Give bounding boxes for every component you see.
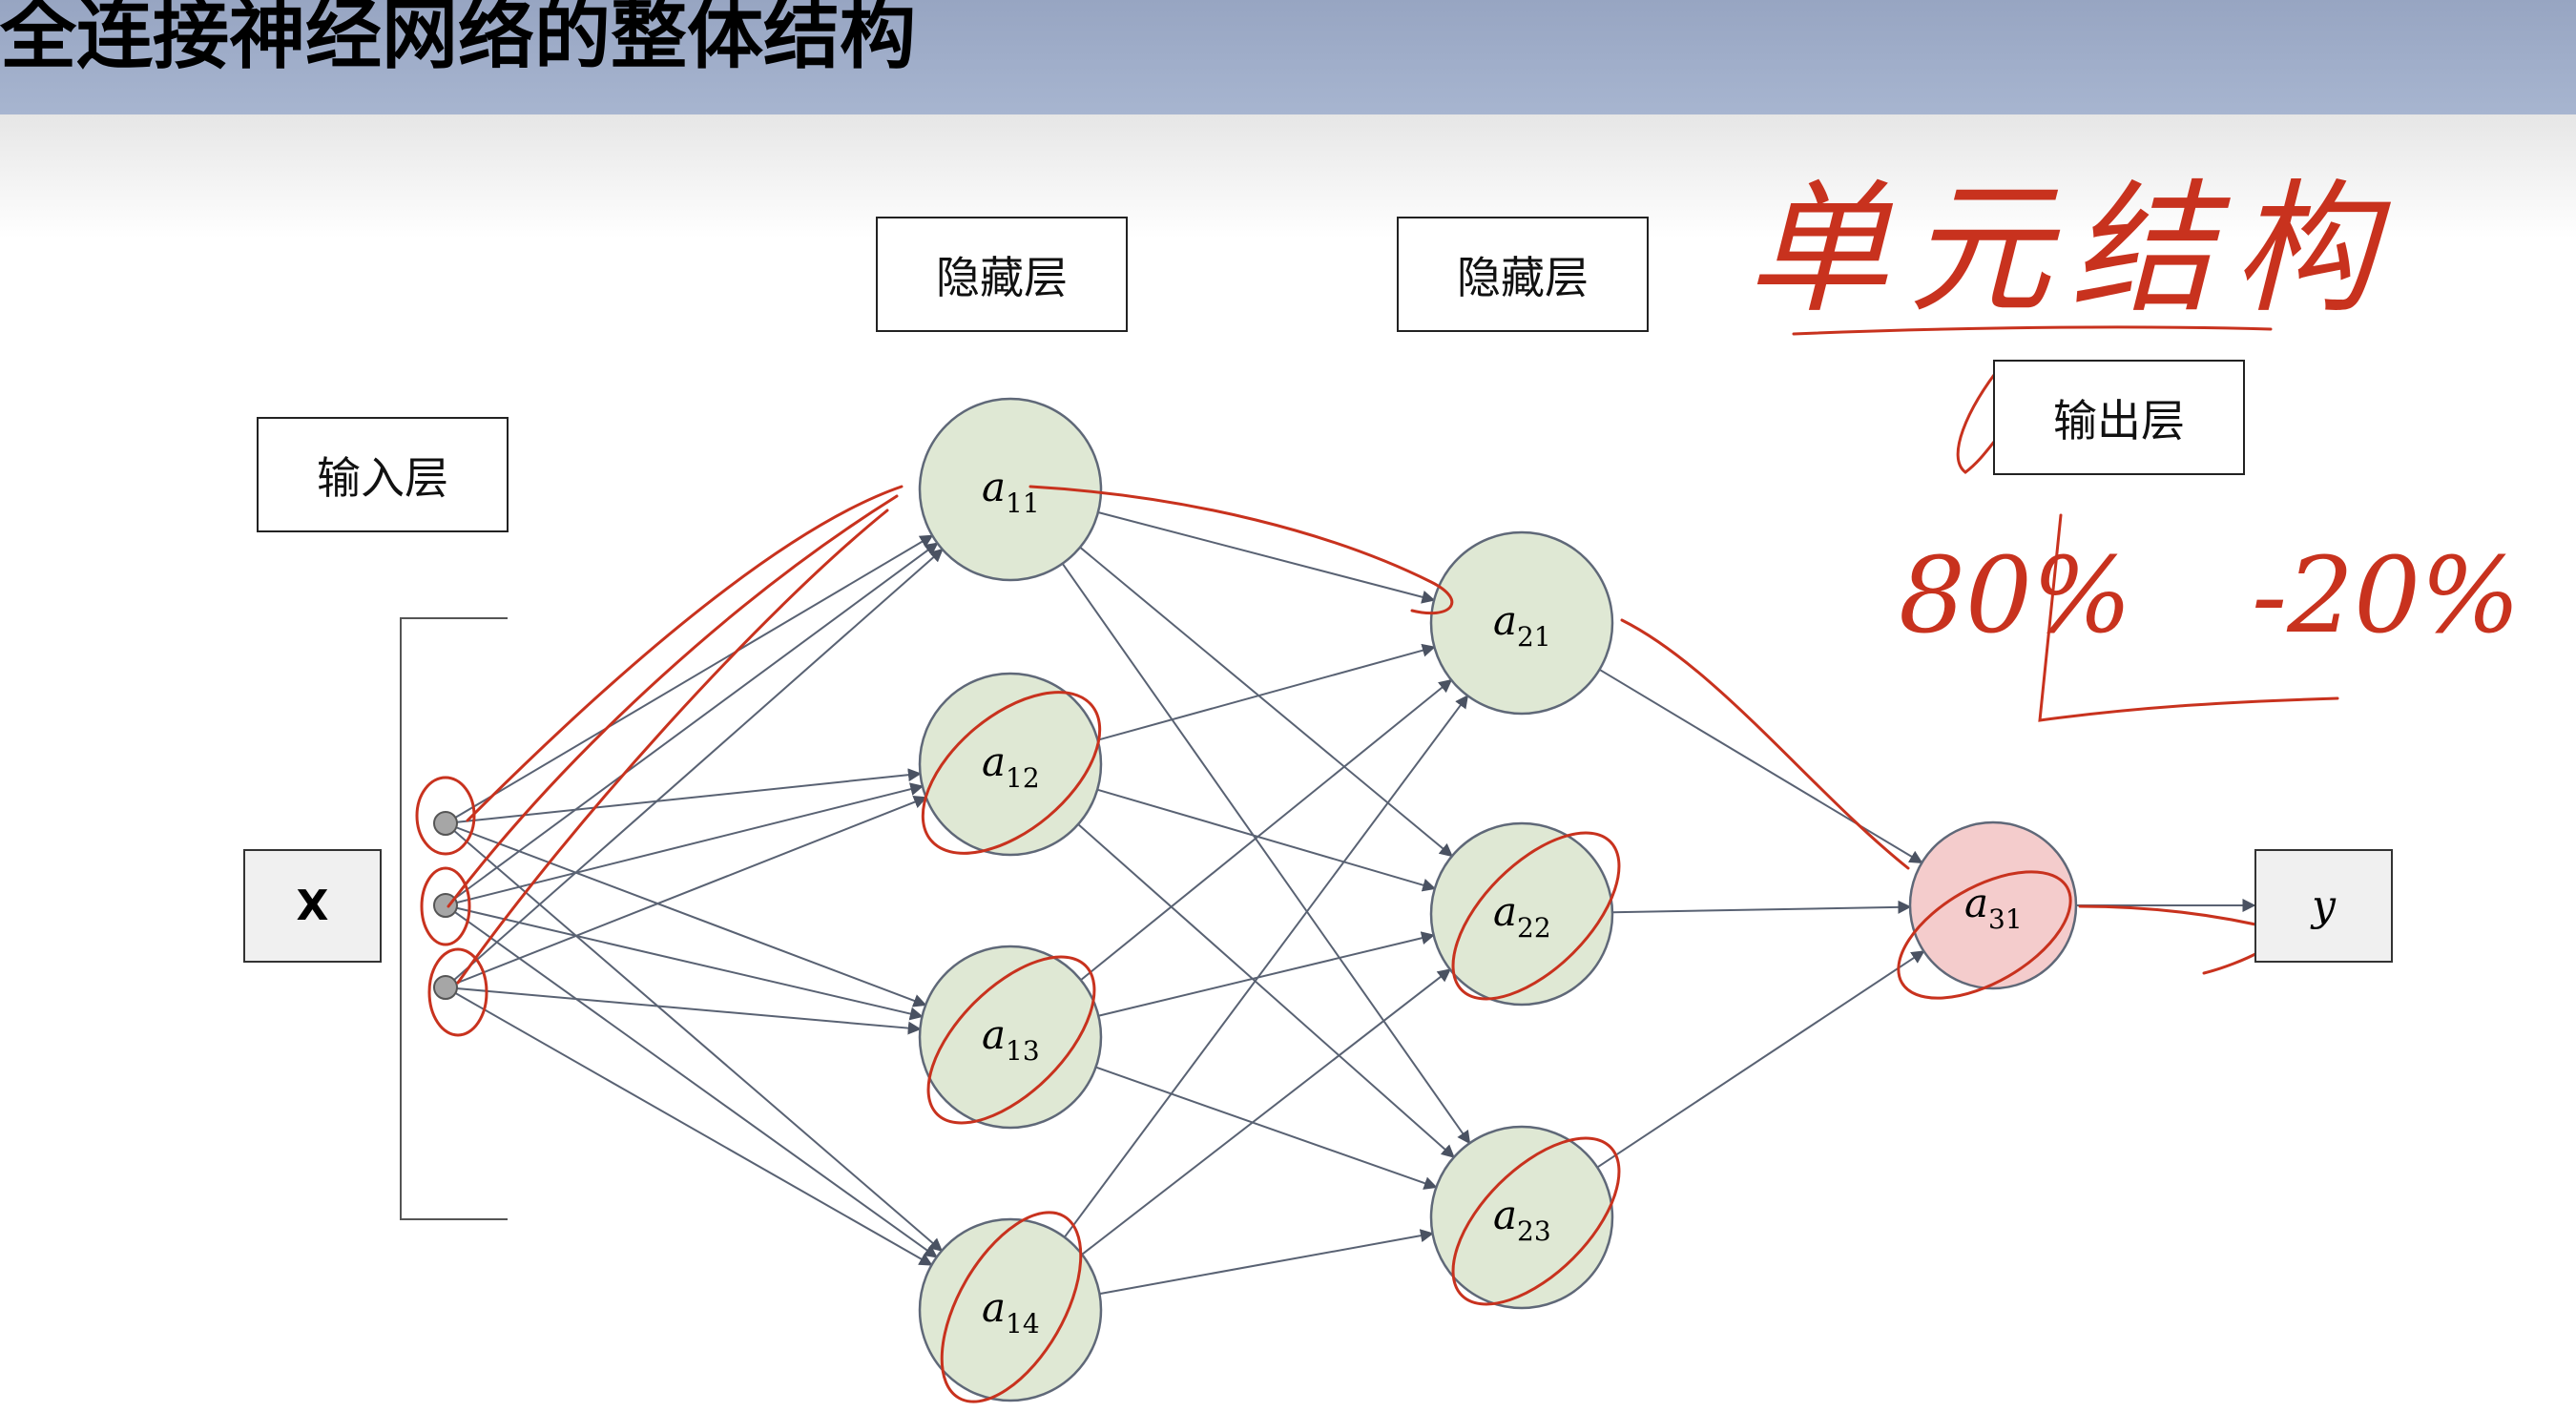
input-node: [433, 893, 458, 918]
edge-hidden2-output: [1598, 668, 1923, 864]
edge-hidden2-output: [1596, 950, 1925, 1169]
edge-input-hidden1: [445, 534, 934, 824]
hidden-layer-2-label: 隐藏层: [1397, 217, 1649, 332]
neuron-a31: a31: [1908, 820, 2078, 990]
neuron-circle: [918, 397, 1103, 582]
neuron-circle: [1429, 530, 1614, 716]
edge-hidden1-hidden2: [1095, 1066, 1438, 1190]
neuron-a12: a12: [918, 672, 1103, 857]
handwritten-ratio-right: -20%: [2252, 534, 2521, 656]
input-layer-label: 输入层: [257, 417, 509, 532]
neuron-circle: [918, 945, 1103, 1130]
neuron-a14: a14: [918, 1217, 1103, 1402]
edge-hidden1-hidden2: [1061, 563, 1471, 1145]
output-y-box: y: [2254, 849, 2393, 963]
edge-hidden1-hidden2: [1079, 546, 1453, 858]
edge-input-hidden1: [445, 796, 927, 988]
neuron-a23: a23: [1429, 1125, 1614, 1310]
edge-hidden1-hidden2: [1080, 678, 1453, 981]
handwritten-ratio-left: 80%: [1899, 534, 2132, 656]
edge-input-hidden1: [445, 548, 944, 988]
edge-hidden1-hidden2: [1099, 1229, 1434, 1296]
edge-input-hidden1: [445, 986, 933, 1266]
slide-title: 全连接神经网络的整体结构: [0, 0, 916, 79]
edge-hidden2-output: [1611, 900, 1912, 914]
neuron-circle: [918, 1217, 1103, 1402]
edge-input-hidden1: [445, 822, 927, 1007]
edge-hidden1-hidden2: [1081, 968, 1451, 1256]
title-bar: 全连接神经网络的整体结构: [0, 0, 2576, 114]
neuron-circle: [1908, 820, 2078, 990]
input-node: [433, 811, 458, 836]
edge-hidden1-hidden2: [1097, 511, 1436, 604]
edge-hidden1-hidden2: [1063, 695, 1469, 1238]
edge-hidden1-hidden2: [1097, 643, 1436, 741]
edge-hidden1-hidden2: [1077, 823, 1455, 1158]
input-node: [433, 975, 458, 1000]
handwritten-note: 单元结构: [1746, 167, 2396, 333]
header-shadow: [0, 114, 2576, 239]
neuron-a21: a21: [1429, 530, 1614, 716]
hidden-layer-1-label: 隐藏层: [876, 217, 1128, 332]
edge-hidden1-hidden2: [1096, 788, 1437, 892]
edge-input-hidden1: [445, 542, 939, 906]
edge-input-hidden1: [445, 904, 924, 1021]
input-x-box: X: [243, 849, 382, 963]
output-layer-label: 输出层: [1993, 360, 2245, 475]
handwritten-annotations: [415, 325, 2339, 1403]
input-bracket: [400, 617, 508, 1220]
edge-hidden1-hidden2: [1098, 931, 1435, 1017]
neuron-a13: a13: [918, 945, 1103, 1130]
neuron-a11: a11: [918, 397, 1103, 582]
neuron-a22: a22: [1429, 821, 1614, 1007]
edge-input-hidden1: [445, 782, 924, 906]
edge-input-hidden1: [445, 904, 938, 1258]
edge-input-hidden1: [445, 986, 922, 1035]
edge-input-hidden1: [445, 822, 944, 1252]
